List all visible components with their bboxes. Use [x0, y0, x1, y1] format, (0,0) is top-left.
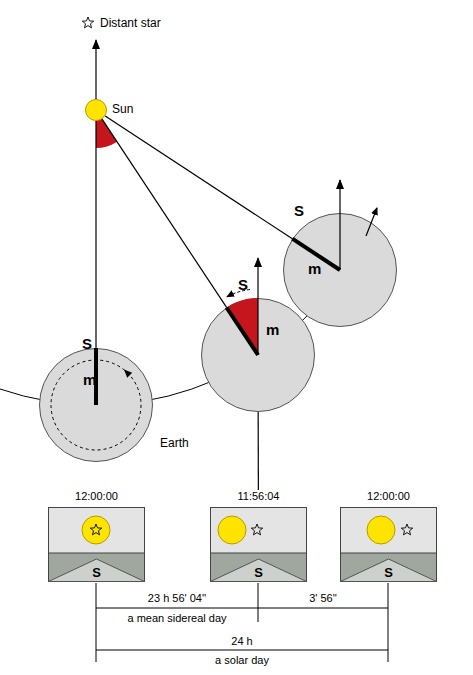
time-label: 11:56:04	[210, 491, 307, 502]
sun-label: Sun	[112, 103, 133, 115]
star-direction-arrow	[257, 258, 258, 355]
meridian-line	[292, 239, 340, 270]
horizon-roof	[211, 559, 307, 582]
connector-line	[105, 116, 292, 239]
sun-disc	[82, 516, 110, 544]
sky-background	[211, 508, 307, 582]
ground-band	[211, 553, 307, 582]
bracket-line	[258, 583, 259, 622]
time-label: 12:00:00	[340, 491, 437, 502]
earth-label: Earth	[160, 437, 189, 449]
south-label: S	[340, 566, 437, 579]
sun-direction-label: S	[294, 203, 304, 218]
sun-direction-label: S	[238, 277, 248, 292]
sun-circle: Sun	[85, 99, 107, 121]
meridian-label: m	[308, 261, 321, 276]
star-symbol	[82, 17, 93, 28]
ground-band	[49, 553, 145, 582]
time-label: 12:00:00	[48, 491, 145, 502]
sun-direction-label: S	[82, 336, 92, 351]
rotation-arrow	[366, 208, 377, 236]
duration-label: 24 h	[231, 636, 252, 647]
rotation-sector	[227, 298, 259, 355]
node-shape	[85, 99, 107, 121]
sun-disc	[218, 516, 246, 544]
sky-background	[341, 508, 437, 582]
connector-line	[102, 119, 226, 307]
ground-band	[341, 553, 437, 582]
south-label: S	[48, 566, 145, 579]
horizon-roof	[49, 559, 145, 582]
duration-caption: a mean sidereal day	[127, 613, 226, 624]
connector-line	[95, 121, 96, 348]
connector-line	[258, 412, 259, 490]
horizon-roof	[341, 559, 437, 582]
meridian-label: m	[266, 322, 279, 337]
earth-disc	[40, 349, 153, 462]
sky-view-box: 11:56:04S	[210, 490, 307, 583]
star-direction-arrow	[95, 40, 96, 99]
dimension-line	[96, 608, 388, 609]
star-direction-arrow	[339, 180, 340, 270]
duration-label: 23 h 56' 04''	[148, 593, 206, 604]
duration-label: 3' 56''	[309, 593, 337, 604]
star-label: Distant star	[100, 17, 161, 29]
sky-view-box: 12:00:00S	[340, 490, 437, 583]
sun-disc	[86, 100, 107, 121]
star-symbol	[401, 524, 412, 535]
sun-disc	[367, 516, 395, 544]
sky-view-box: 12:00:00S	[48, 490, 145, 583]
star-symbol	[90, 524, 101, 535]
south-label: S	[210, 566, 307, 579]
duration-caption: a solar day	[215, 655, 269, 666]
star-symbol	[251, 524, 262, 535]
dimension-line	[96, 650, 388, 651]
meridian-line	[227, 308, 259, 356]
sky-background	[49, 508, 145, 582]
rotation-circle	[51, 360, 141, 450]
rotation-arrow-head	[124, 370, 132, 378]
meridian-line	[94, 348, 98, 405]
